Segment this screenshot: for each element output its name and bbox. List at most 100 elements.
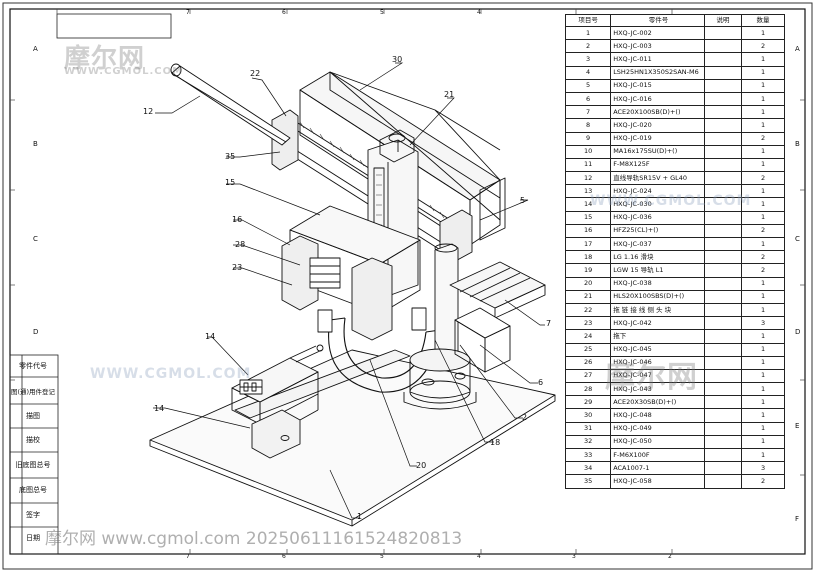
bom-cell-qty: 1 — [741, 105, 785, 120]
zone-label: 2 — [668, 553, 672, 560]
bom-cell-qty: 2 — [741, 39, 785, 54]
bom-cell-no: 7 — [564, 105, 612, 120]
bom-cell-no: 35 — [564, 474, 612, 489]
bom-cell-part: LSH25HN1X350S2SAN-M6 — [610, 65, 705, 80]
bom-cell-part: HXQ-JC-048 — [610, 408, 705, 423]
bom-cell-desc — [703, 223, 743, 239]
bom-cell-part: HXQ-JC-003 — [610, 39, 705, 54]
callout-30: 30 — [392, 55, 403, 64]
bom-cell-no: 32 — [564, 434, 612, 450]
zone-label: D — [33, 328, 39, 336]
callout-7: 7 — [546, 319, 552, 328]
bom-cell-desc — [703, 408, 743, 423]
bom-cell-desc — [703, 131, 743, 146]
bom-cell-part: HXQ-JC-050 — [610, 434, 705, 450]
bom-cell-desc — [703, 289, 743, 304]
bom-cell-no: 21 — [564, 289, 612, 304]
side-label: 底图总号 — [19, 486, 47, 494]
bom-cell-qty: 3 — [741, 316, 785, 331]
bom-cell-part: HLS20X100SBS(D)+() — [610, 289, 705, 304]
bom-cell-desc — [703, 25, 743, 41]
bom-cell-desc — [703, 368, 743, 384]
bom-cell-desc — [703, 210, 743, 225]
zone-label: D — [795, 328, 801, 336]
bom-header: 数量 — [741, 14, 785, 27]
bom-header: 项目号 — [564, 14, 612, 27]
bom-cell-qty: 2 — [741, 474, 785, 489]
callout-14: 14 — [205, 332, 216, 341]
zone-label: 6 — [282, 553, 286, 560]
callout-18: 18 — [490, 438, 501, 447]
bom-cell-part: ACE20X30SB(D)+() — [610, 395, 705, 410]
bom-cell-part: F-M8X125F — [610, 157, 705, 173]
bom-cell-part: HXQ-JC-002 — [610, 25, 705, 41]
bom-header-row: 项目号 零件号 说明 数量 — [564, 14, 785, 27]
zone-label: A — [33, 45, 38, 53]
bom-cell-qty: 1 — [741, 355, 785, 370]
bom-cell-part: ACA1007-1 — [610, 461, 705, 476]
callout-28: 28 — [235, 240, 246, 249]
bom-cell-desc — [703, 263, 743, 278]
bom-cell-qty: 1 — [741, 329, 785, 344]
bom-cell-no: 8 — [564, 118, 612, 133]
zone-label: 4 — [477, 553, 481, 560]
bom-cell-desc — [703, 329, 743, 344]
bom-cell-part: HFZ25(CL)+() — [610, 223, 705, 239]
bom-cell-no: 29 — [564, 395, 612, 410]
bom-cell-desc — [703, 39, 743, 54]
callout-5: 5 — [520, 196, 526, 205]
bom-cell-qty: 1 — [741, 342, 785, 357]
bom-cell-qty: 1 — [741, 368, 785, 384]
bom-cell-desc — [703, 65, 743, 80]
bom-cell-part: 拖 链 接 线 侧 头 块 — [610, 302, 705, 318]
zone-label: C — [33, 235, 38, 243]
bom-cell-part: HXQ-JC-058 — [610, 474, 705, 489]
bom-cell-qty: 2 — [741, 263, 785, 278]
callout-16: 16 — [232, 215, 243, 224]
watermark-logo-text: 摩尔网 — [64, 44, 146, 74]
bom-cell-qty: 1 — [741, 382, 785, 397]
bom-cell-qty: 2 — [741, 223, 785, 239]
bom-cell-qty: 1 — [741, 408, 785, 423]
callout-22: 22 — [250, 69, 261, 78]
callout-21: 21 — [444, 90, 455, 99]
callout-12: 12 — [143, 107, 154, 116]
side-label: 旧底图总号 — [15, 461, 51, 469]
bom-cell-desc — [703, 78, 743, 93]
bom-cell-desc — [703, 250, 743, 265]
bom-cell-no: 27 — [564, 368, 612, 384]
zone-label: 6 — [282, 9, 286, 16]
bom-cell-qty: 1 — [741, 395, 785, 410]
bom-cell-qty: 1 — [741, 302, 785, 318]
side-label: 描校 — [26, 436, 40, 444]
bom-cell-desc — [703, 105, 743, 120]
bom-cell-qty: 2 — [741, 171, 785, 186]
bom-cell-no: 18 — [564, 250, 612, 265]
bom-cell-no: 31 — [564, 421, 612, 436]
bom-header: 说明 — [703, 14, 743, 27]
watermark-url: WWW.CGMOL.COM — [64, 66, 184, 77]
bom-cell-no: 34 — [564, 461, 612, 476]
bom-cell-desc — [703, 236, 743, 252]
bom-cell-no: 2 — [564, 39, 612, 54]
bom-cell-qty: 1 — [741, 25, 785, 41]
zone-label: B — [795, 140, 800, 148]
bom-cell-desc — [703, 171, 743, 186]
callout-35: 35 — [225, 152, 236, 161]
